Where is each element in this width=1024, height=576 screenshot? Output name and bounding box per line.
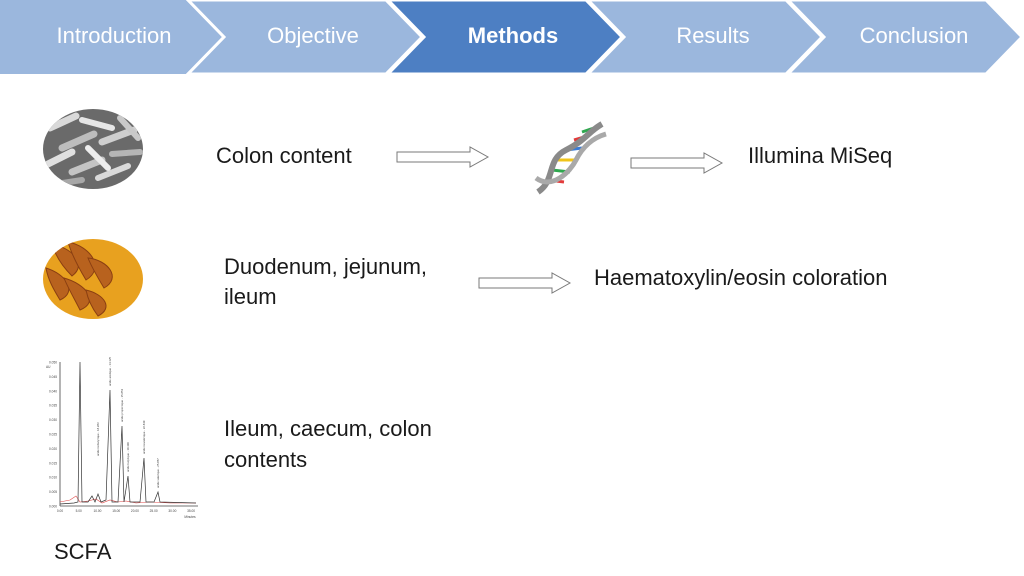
y-tick-label: 0.050 — [49, 361, 57, 365]
y-tick-label: 0.030 — [49, 418, 57, 422]
x-tick-label: 15.00 — [112, 509, 120, 513]
tab-label: Introduction — [56, 23, 172, 48]
x-tick-label: 10.00 — [93, 509, 101, 513]
large-intestine-label-line-2: contents — [224, 447, 308, 472]
peak-label: acide isovalerique - 22.849 — [142, 420, 146, 454]
tab-introduction[interactable]: Introduction — [0, 0, 222, 74]
dna-helix-icon — [534, 121, 607, 195]
x-tick-label: 5.00 — [76, 509, 82, 513]
tab-conclusion[interactable]: Conclusion — [784, 0, 1024, 76]
right-arrow-icon — [630, 152, 724, 174]
peak-label: acide acetique - 14.125 — [108, 356, 112, 386]
chevron-shape — [784, 0, 1024, 76]
haematoxylin-eosin-label: Haematoxylin/eosin coloration — [594, 265, 888, 290]
peak-label: acide isobutyrique - 18.283 — [96, 422, 100, 456]
y-tick-label: 0.015 — [49, 461, 57, 465]
chromatogram-trace-red — [59, 495, 196, 504]
y-tick-label: 0.000 — [49, 505, 57, 509]
chromatogram-trace — [59, 361, 197, 505]
tab-methods[interactable]: Methods — [384, 0, 625, 76]
bacteria-micrograph-image — [43, 109, 143, 189]
tab-results[interactable]: Results — [584, 0, 825, 76]
x-tick-label: 30.00 — [168, 509, 176, 513]
tab-objective[interactable]: Objective — [184, 0, 425, 76]
y-tick-label: 0.035 — [49, 404, 57, 408]
x-axis-label: Minutes — [184, 515, 196, 519]
x-tick-label: 35.00 — [187, 509, 195, 513]
tab-label: Results — [676, 23, 750, 48]
right-arrow-icon — [396, 146, 490, 168]
y-tick-label: 0.020 — [49, 447, 57, 451]
y-axis-label: AU — [46, 365, 51, 369]
y-tick-label: 0.010 — [49, 476, 57, 480]
y-tick-label: 0.040 — [49, 389, 57, 393]
chevron-shape — [0, 0, 222, 74]
peak-label: acide butyrique - 19.390 — [126, 442, 130, 472]
tab-label: Conclusion — [859, 23, 969, 48]
y-tick-label: 0.025 — [49, 433, 57, 437]
tab-label: Methods — [467, 23, 559, 48]
tab-label: Objective — [267, 23, 359, 48]
y-tick-label: 0.045 — [49, 375, 57, 379]
x-tick-label: 0.00 — [57, 509, 63, 513]
colon-content-label: Colon content — [216, 143, 352, 168]
right-arrow-icon — [478, 272, 572, 294]
small-intestine-label-line-1: Duodenum, jejunum, — [224, 254, 428, 279]
x-tick-label: 20.00 — [131, 509, 139, 513]
y-tick-label: 0.005 — [49, 490, 57, 494]
peak-label: acide valerique - 25.857 — [156, 458, 160, 488]
x-tick-label: 25.00 — [150, 509, 158, 513]
histology-image — [43, 239, 143, 319]
peak-label: acide propionique - 15.853 — [120, 388, 124, 422]
section-navigation: Introduction Objective Methods Results C… — [0, 0, 1024, 76]
illumina-miseq-label: Illumina MiSeq — [748, 143, 893, 168]
scfa-caption: SCFA — [54, 539, 112, 564]
large-intestine-label-line-1: Ileum, caecum, colon — [224, 416, 432, 441]
small-intestine-label-line-2: ileum — [224, 284, 277, 309]
scfa-chromatogram: 0.000 0.005 0.010 0.015 0.020 0.025 0.030 0.035… — [40, 356, 202, 526]
